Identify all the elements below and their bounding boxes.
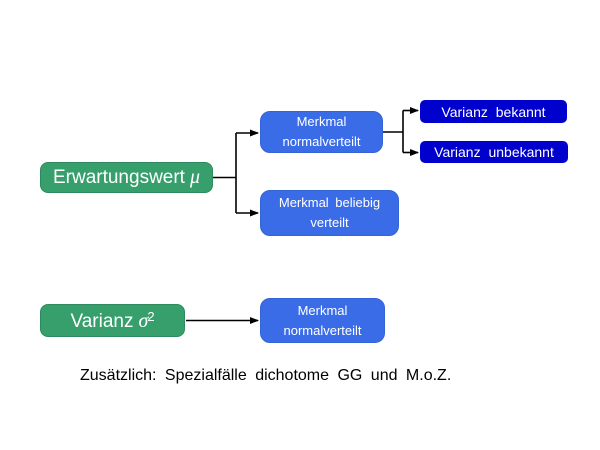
mu-symbol: μ	[189, 166, 201, 188]
superscript-2: 2	[147, 308, 155, 324]
node-merkmal-normalverteilt-bottom: Merkmal normalverteilt	[260, 298, 385, 343]
node-varianz-bekannt-label: Varianz bekannt	[441, 103, 546, 120]
node-varianz-unbekannt-label: Varianz unbekannt	[434, 144, 554, 160]
node-merkmal-normalverteilt-bottom-label: Merkmal normalverteilt	[283, 301, 361, 341]
line1: Merkmal	[296, 114, 347, 129]
line2: normalverteilt	[282, 134, 361, 149]
caption-text: Zusätzlich: Spezialfälle dichotome GG un…	[80, 367, 452, 384]
line1: Merkmal	[297, 302, 348, 318]
node-merkmal-normalverteilt-top-label: Merkmal normalverteilt	[282, 112, 360, 152]
varianz-text: Varianz	[70, 310, 134, 332]
erwartungswert-text: Erwartungswert	[52, 167, 185, 188]
line2: normalverteilt	[283, 322, 362, 338]
node-varianz-bekannt: Varianz bekannt	[420, 100, 567, 123]
node-varianz-unbekannt: Varianz unbekannt	[420, 141, 568, 163]
sigma-symbol: σ	[138, 309, 149, 332]
node-merkmal-beliebig-verteilt-label: Merkmal beliebig verteilt	[279, 193, 380, 233]
node-merkmal-beliebig-verteilt: Merkmal beliebig verteilt	[260, 190, 399, 236]
node-merkmal-normalverteilt-top: Merkmal normalverteilt	[260, 111, 383, 153]
sigma-squared-symbol: σ2	[138, 308, 155, 332]
line1: Merkmal beliebig	[278, 195, 381, 210]
line2: verteilt	[310, 215, 349, 230]
